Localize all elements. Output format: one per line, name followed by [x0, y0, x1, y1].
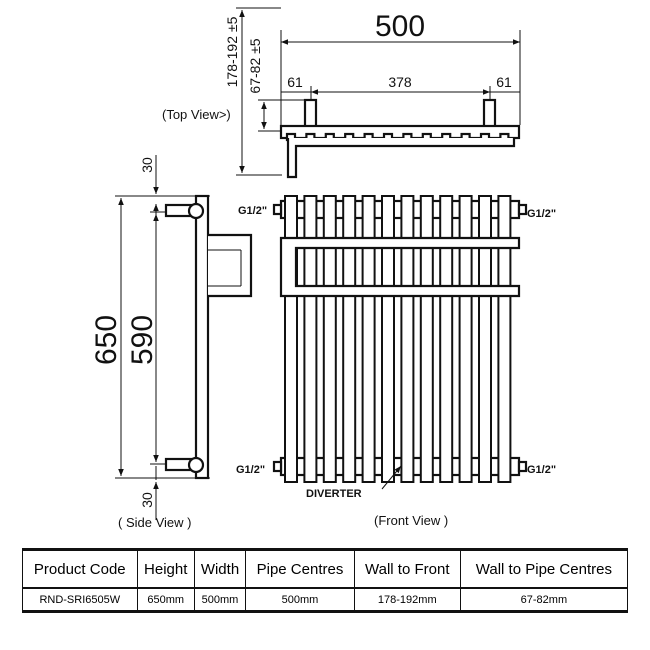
inlet-bottom-left-label: G1/2": [236, 464, 265, 476]
towel-bar-side: [208, 233, 253, 298]
inlet-top-left-label: G1/2": [238, 205, 267, 217]
height-label: 650: [90, 315, 123, 365]
wall-bracket-right: [482, 98, 497, 129]
bottom-gap-label: 30: [139, 492, 155, 508]
header-pipe-centres: Pipe Centres: [245, 549, 355, 589]
radiator-bar: [497, 195, 512, 483]
header-product-code: Product Code: [22, 549, 138, 589]
centres-label: 378: [388, 74, 412, 90]
cell-product-code: RND-SRI6505W: [22, 587, 138, 612]
wall-to-pipe-label: 67-82 ±5: [247, 38, 263, 93]
width-dimension-label: 500: [375, 10, 425, 43]
inlet-bottom-left: [272, 460, 283, 473]
header-width: Width: [193, 549, 247, 589]
radiator-bar: [478, 195, 492, 483]
radiator-bar: [439, 195, 454, 483]
inlet-bottom-right: [517, 460, 528, 473]
table-row: RND-SRI6505W 650mm 500mm 500mm 178-192mm…: [22, 587, 629, 612]
side-profile-column: [194, 194, 210, 480]
radiator-bar: [419, 195, 434, 483]
inlet-top-right: [517, 203, 528, 216]
technical-drawing: 500 61 378 61 178-192 ±5 67-82 ±5 (Top V…: [90, 7, 556, 530]
left-offset-label: 61: [287, 74, 303, 90]
top-view-label: (Top View>): [162, 107, 231, 122]
side-view: 650 590 30 30 ( Side View ): [90, 155, 253, 530]
towel-bar-top: [286, 138, 516, 179]
radiator-bar: [361, 195, 376, 483]
cell-width: 500mm: [193, 587, 247, 612]
radiator-bar: [342, 195, 357, 483]
cell-pipe-centres: 500mm: [245, 587, 355, 612]
towel-bar-front: [279, 236, 521, 298]
pipe-centres-label: 590: [126, 315, 159, 365]
radiator-bar: [322, 195, 337, 483]
cell-wall-to-pipe-centres: 67-82mm: [459, 587, 629, 612]
spec-table-header: Product Code Height Width Pipe Centres W…: [22, 549, 629, 589]
front-view-label: (Front View ): [374, 513, 448, 528]
inlet-top-right-label: G1/2": [527, 208, 556, 220]
side-view-label: ( Side View ): [118, 515, 191, 530]
top-view: 500 61 378 61 178-192 ±5 67-82 ±5 (Top V…: [162, 7, 521, 179]
wall-to-front-label: 178-192 ±5: [224, 16, 240, 87]
wall-bracket-left: [303, 98, 318, 129]
diverter-label: DIVERTER: [306, 488, 362, 500]
header-wall-to-front: Wall to Front: [353, 549, 461, 589]
right-offset-label: 61: [496, 74, 512, 90]
radiator-bar: [400, 195, 415, 483]
header-height: Height: [136, 549, 195, 589]
radiator-bar: [303, 195, 318, 483]
front-view: G1/2" G1/2" G1/2" G1/2" DIVERTER (Front …: [236, 195, 556, 528]
inlet-bottom-right-label: G1/2": [527, 464, 556, 476]
top-gap-label: 30: [139, 157, 155, 173]
valve-knob-bottom: [187, 456, 205, 474]
valve-knob-top: [187, 202, 205, 220]
header-wall-to-pipe-centres: Wall to Pipe Centres: [459, 549, 629, 589]
radiator-bar: [458, 195, 473, 483]
cell-wall-to-front: 178-192mm: [353, 587, 461, 612]
cell-height: 650mm: [136, 587, 195, 612]
spec-table: Product Code Height Width Pipe Centres W…: [22, 548, 629, 613]
inlet-top-left: [272, 203, 283, 216]
